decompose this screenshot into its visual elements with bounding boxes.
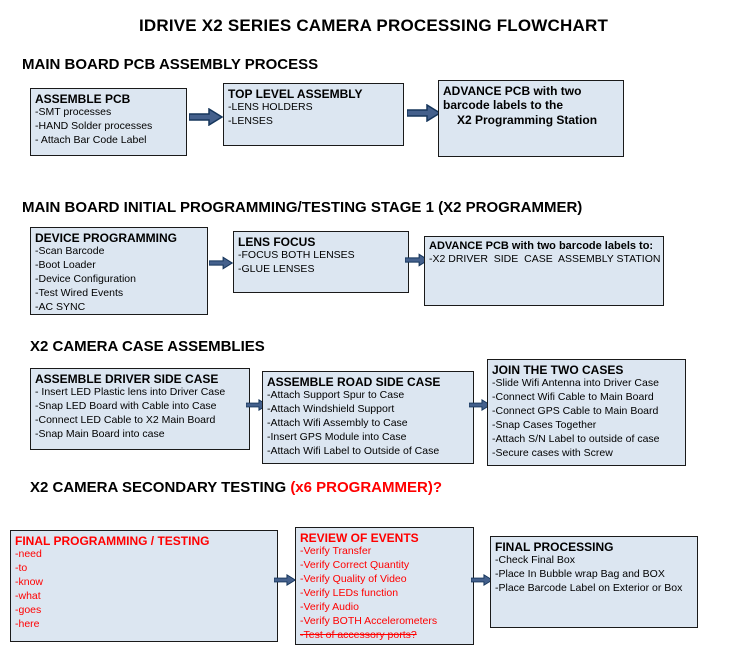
box-item: -GLUE LENSES [238, 263, 315, 276]
section-2-heading: MAIN BOARD INITIAL PROGRAMMING/TESTING S… [22, 199, 583, 216]
box-item: -Verify Correct Quantity [300, 559, 410, 572]
box-title: DEVICE PROGRAMMING [35, 231, 178, 245]
section-3-heading: X2 CAMERA CASE ASSEMBLIES [30, 338, 265, 355]
box-top-level-assembly: TOP LEVEL ASSEMBLY -LENS HOLDERS -LENSES [223, 83, 404, 146]
box-final-programming-testing: FINAL PROGRAMMING / TESTING -need -to -k… [10, 530, 278, 642]
box-item: -Device Configuration [35, 273, 136, 286]
box-item: - Insert LED Plastic lens into Driver Ca… [35, 386, 226, 399]
box-device-programming: DEVICE PROGRAMMING -Scan Barcode -Boot L… [30, 227, 208, 315]
page-title: IDRIVE X2 SERIES CAMERA PROCESSING FLOWC… [138, 16, 609, 35]
flow-arrow-icon [209, 256, 233, 270]
box-item: -Connect LED Cable to X2 Main Board [35, 414, 216, 427]
box-title: ADVANCE PCB with two barcode labels to: [429, 240, 654, 252]
box-assemble-pcb: ASSEMBLE PCB -SMT processes -HAND Solder… [30, 88, 187, 156]
box-item: -AC SYNC [35, 300, 86, 313]
flow-arrow-icon [189, 108, 223, 126]
flow-arrow-icon [274, 573, 296, 587]
box-item: -LENS HOLDERS [228, 101, 313, 114]
box-item: -Snap Main Board into case [35, 427, 165, 440]
box-advance-pcb-case-assembly: ADVANCE PCB with two barcode labels to: … [424, 236, 664, 306]
box-item: -Scan Barcode [35, 245, 105, 258]
section-1-heading: MAIN BOARD PCB ASSEMBLY PROCESS [22, 56, 319, 73]
box-item: -need [15, 548, 42, 561]
box-item: -Check Final Box [495, 554, 575, 567]
box-item: -goes [15, 603, 42, 616]
box-item: -what [15, 589, 41, 602]
box-item: -Attach Windshield Support [267, 403, 395, 416]
box-item: -Attach S/N Label to outside of case [492, 432, 660, 445]
box-title: ADVANCE PCB with two barcode labels to t… [443, 84, 582, 113]
box-item: -Attach Wifi Label to Outside of Case [267, 444, 440, 457]
box-item: -Place In Bubble wrap Bag and BOX [495, 568, 665, 581]
box-item: -Verify Audio [300, 600, 359, 613]
box-item: -Attach Wifi Assembly to Case [267, 417, 408, 430]
box-title: ASSEMBLE ROAD SIDE CASE [267, 375, 441, 389]
box-item: -Connect GPS Cable to Main Board [492, 405, 659, 418]
box-item: -Verify Quality of Video [300, 573, 407, 586]
box-lens-focus: LENS FOCUS -FOCUS BOTH LENSES -GLUE LENS… [233, 231, 409, 293]
box-item: -Attach Support Spur to Case [267, 389, 405, 402]
box-item: -X2 DRIVER SIDE CASE ASSEMBLY STATION [429, 253, 661, 266]
box-item: -Boot Loader [35, 259, 96, 272]
box-item: -Snap LED Board with Cable into Case [35, 400, 217, 413]
box-item: X2 Programming Station [457, 112, 598, 127]
box-title: TOP LEVEL ASSEMBLY [228, 87, 363, 101]
flow-arrow-icon [407, 104, 441, 122]
section-4-heading: X2 CAMERA SECONDARY TESTING (x6 PROGRAMM… [30, 479, 442, 496]
box-item: -to [15, 562, 28, 575]
box-item: -SMT processes [35, 106, 112, 119]
box-item: -know [15, 576, 44, 589]
box-title: FINAL PROCESSING [495, 540, 614, 554]
box-final-processing: FINAL PROCESSING -Check Final Box -Place… [490, 536, 698, 628]
box-item: -Secure cases with Screw [492, 446, 613, 459]
box-title: REVIEW OF EVENTS [300, 531, 419, 545]
box-title: LENS FOCUS [238, 235, 316, 249]
box-review-of-events: REVIEW OF EVENTS -Verify Transfer -Verif… [295, 527, 474, 645]
flow-arrow-icon [405, 253, 429, 267]
box-join-the-two-cases: JOIN THE TWO CASES -Slide Wifi Antenna i… [487, 359, 686, 466]
box-item: -Test Wired Events [35, 286, 124, 299]
box-item: -HAND Solder processes [35, 120, 153, 133]
flow-arrow-icon [471, 573, 493, 587]
box-title: ASSEMBLE DRIVER SIDE CASE [35, 372, 219, 386]
box-advance-pcb-programming-station: ADVANCE PCB with two barcode labels to t… [438, 80, 624, 157]
box-item: -Place Barcode Label on Exterior or Box [495, 582, 683, 595]
box-assemble-road-side-case: ASSEMBLE ROAD SIDE CASE -Attach Support … [262, 371, 474, 464]
box-item: -LENSES [228, 115, 273, 128]
section-4-heading-black: X2 CAMERA SECONDARY TESTING [30, 479, 291, 496]
box-item: -Verify BOTH Accelerometers [300, 614, 438, 627]
box-item: - Attach Bar Code Label [35, 134, 147, 147]
box-item: -Connect Wifi Cable to Main Board [492, 391, 654, 404]
box-assemble-driver-side-case: ASSEMBLE DRIVER SIDE CASE - Insert LED P… [30, 368, 250, 450]
box-item: -Insert GPS Module into Case [267, 430, 407, 443]
box-item: -FOCUS BOTH LENSES [238, 249, 355, 262]
box-title: JOIN THE TWO CASES [492, 363, 624, 377]
box-item: -Snap Cases Together [492, 418, 597, 431]
box-item: -Verify Transfer [300, 545, 372, 558]
box-item: -Slide Wifi Antenna into Driver Case [492, 377, 659, 390]
box-title: ASSEMBLE PCB [35, 92, 131, 106]
box-title: FINAL PROGRAMMING / TESTING [15, 534, 210, 548]
box-item: -Test of accessory ports? [300, 628, 417, 641]
box-item: -here [15, 617, 40, 630]
flow-arrow-icon [469, 398, 491, 412]
box-item: -Verify LEDs function [300, 586, 399, 599]
section-4-heading-red: (x6 PROGRAMMER)? [290, 479, 442, 496]
